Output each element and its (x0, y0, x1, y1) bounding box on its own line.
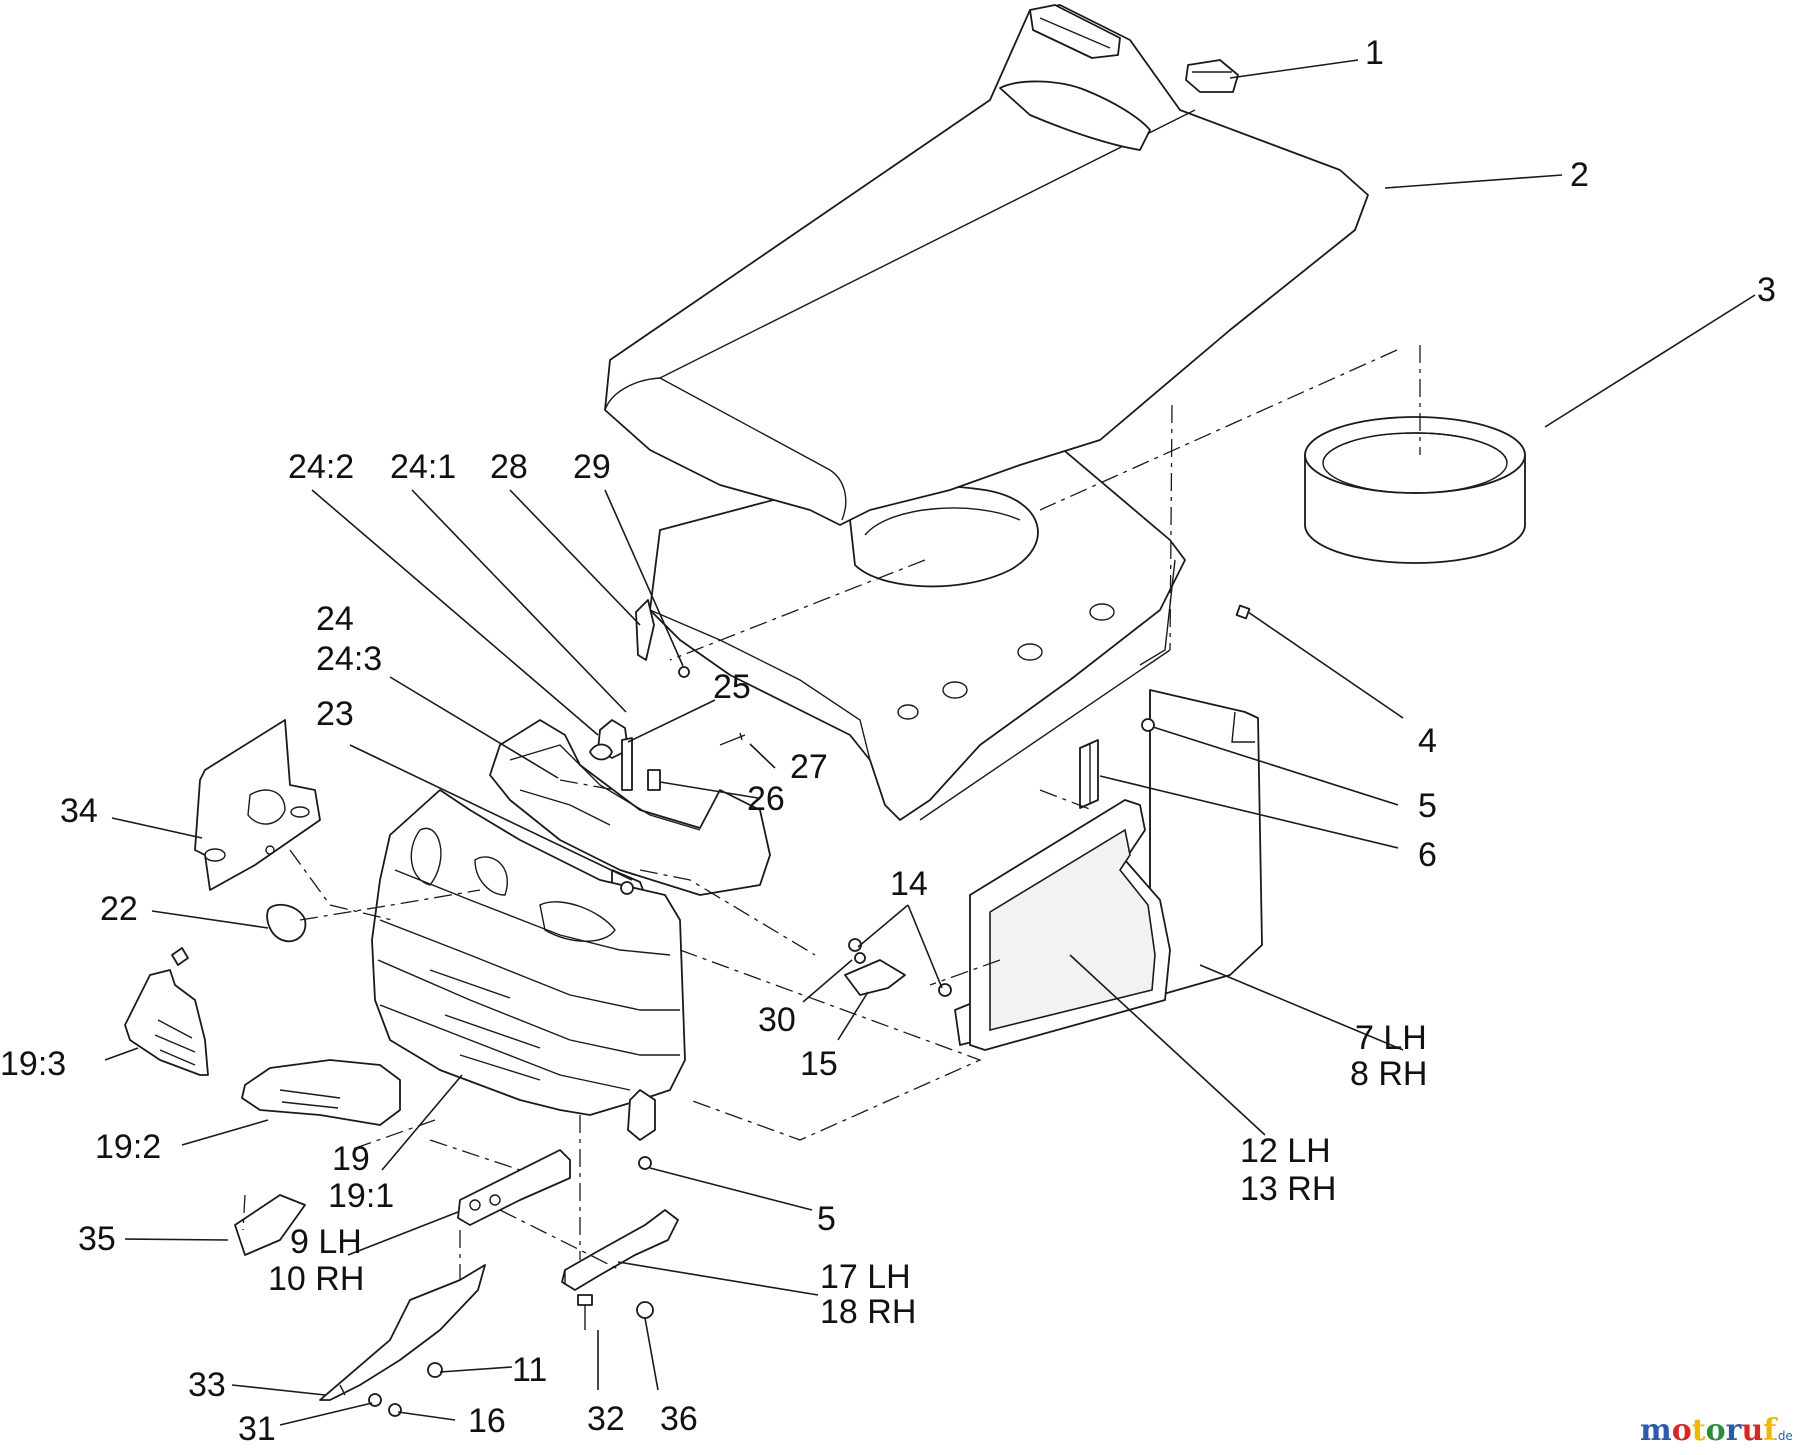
part-6-block (1079, 739, 1099, 809)
callout-6: 6 (1418, 836, 1437, 874)
callout-5-lower: 5 (817, 1200, 836, 1238)
watermark-suffix: .de (1774, 1429, 1793, 1443)
callout-17: 17 LH (820, 1258, 911, 1296)
part-19-2-lens (241, 1059, 401, 1126)
callout-11: 11 (512, 1351, 547, 1389)
part-12-13-frame (969, 799, 1171, 1051)
part-22-lens (266, 903, 307, 943)
callout-12: 12 LH (1240, 1132, 1331, 1170)
part-34-bracket (194, 719, 321, 891)
callout-26: 26 (747, 780, 785, 818)
part-3-ring (1304, 416, 1526, 564)
callout-30: 30 (758, 1001, 796, 1039)
part-27-screw (719, 732, 746, 746)
callout-33: 33 (188, 1366, 226, 1404)
leader-lines (104, 59, 1756, 1426)
callout-31: 31 (238, 1410, 276, 1448)
watermark-brand: motoruf (1640, 1413, 1778, 1448)
callout-16: 16 (468, 1402, 506, 1440)
callout-34: 34 (60, 792, 98, 830)
part-19-grille (371, 789, 686, 1141)
callout-32: 32 (587, 1400, 625, 1438)
callout-8: 8 RH (1350, 1055, 1427, 1093)
part-1-seat (604, 4, 1369, 526)
callout-19: 19 (332, 1140, 370, 1178)
part-2-hood (649, 429, 1186, 821)
hidden-lines (242, 345, 1421, 1280)
callout-19-2: 19:2 (95, 1128, 161, 1166)
callout-5: 5 (1418, 787, 1437, 825)
callout-29: 29 (573, 448, 611, 486)
part-15-plate (844, 959, 906, 996)
callout-7: 7 LH (1355, 1019, 1427, 1057)
callout-9: 9 LH (290, 1223, 362, 1261)
callout-19-3: 19:3 (0, 1045, 66, 1083)
part-19-3-lens (124, 969, 209, 1076)
part-33-plate (319, 1264, 486, 1401)
part-17-18-bracket (561, 1209, 679, 1291)
callout-18: 18 RH (820, 1293, 916, 1331)
callout-3: 3 (1757, 271, 1776, 309)
callout-labels: 1 2 3 4 5 6 7 LH 8 RH 12 LH 13 RH 14 30 … (0, 34, 1776, 1448)
callout-15: 15 (800, 1045, 838, 1083)
callout-35: 35 (78, 1220, 116, 1258)
callout-4: 4 (1418, 722, 1437, 760)
part-9-10-hinge (457, 1149, 571, 1226)
callout-24-3: 24:3 (316, 640, 382, 678)
part-35-plate (234, 1194, 306, 1256)
callout-24: 24 (316, 600, 354, 638)
callout-1: 1 (1365, 34, 1384, 72)
hardware (171, 599, 1251, 1417)
callout-25: 25 (713, 668, 751, 706)
callout-19-1: 19:1 (328, 1177, 394, 1215)
callout-28: 28 (490, 448, 528, 486)
callout-13: 13 RH (1240, 1170, 1336, 1208)
callout-27: 27 (790, 748, 828, 786)
callout-24-2: 24:2 (288, 448, 354, 486)
callout-2: 2 (1570, 156, 1589, 194)
callout-22: 22 (100, 890, 138, 928)
callout-23: 23 (316, 695, 354, 733)
callout-24-1: 24:1 (390, 448, 456, 486)
callout-10: 10 RH (268, 1260, 364, 1298)
callout-36: 36 (660, 1400, 698, 1438)
watermark-logo: motoruf .de (1640, 1413, 1793, 1448)
callout-14: 14 (890, 865, 928, 903)
